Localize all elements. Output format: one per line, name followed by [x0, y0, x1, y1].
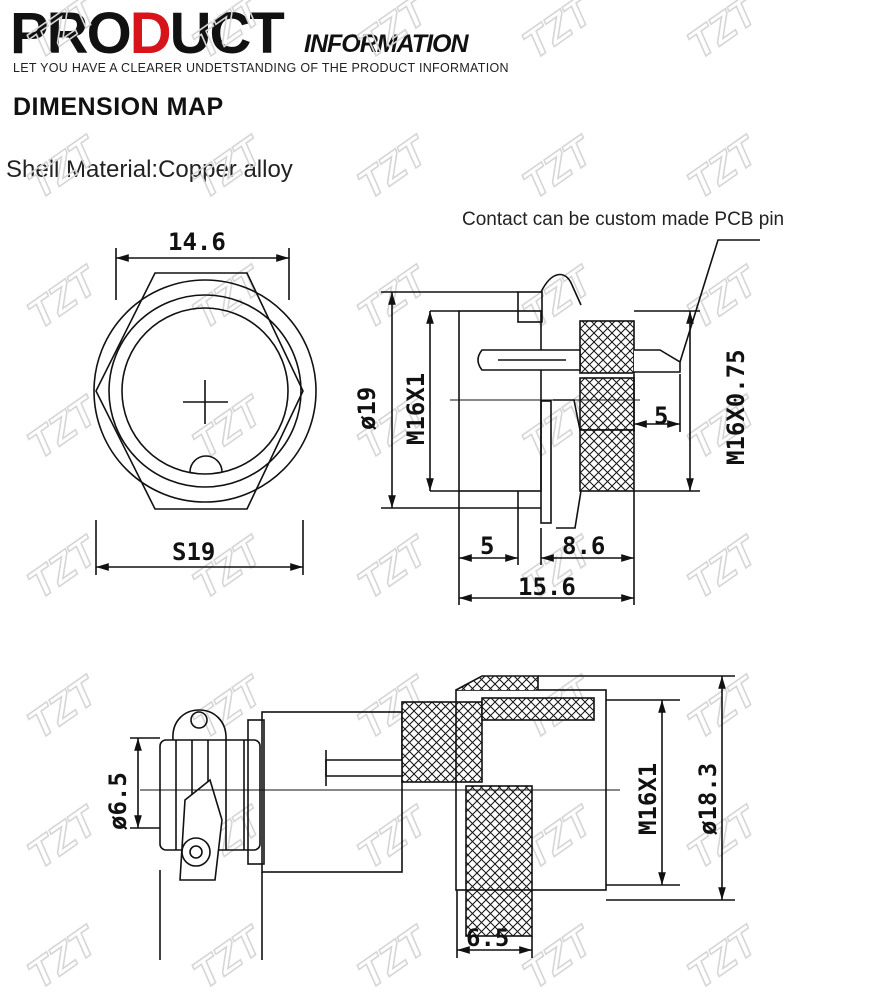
- dim-thread-right: M16X0.75: [722, 349, 750, 465]
- watermark-text: TZT: [185, 127, 273, 207]
- clamp-ear-top: [172, 709, 227, 741]
- insulator-top: [579, 320, 635, 374]
- outer-ring: [93, 279, 317, 503]
- plug-view: [130, 675, 735, 960]
- dim-plug-knurl: 6.5: [466, 924, 509, 952]
- watermark-text: TZT: [20, 667, 108, 747]
- side-view: [381, 239, 760, 605]
- watermark-text: TZT: [20, 257, 108, 337]
- pcb-pin-tip: [634, 349, 681, 373]
- hex-nut-outline: [95, 272, 304, 510]
- dim-plug-thread: M16X1: [634, 763, 662, 835]
- watermark-layer: TZT TZT TZT TZT TZT TZT TZT TZT TZT TZT TZT TZT TZT T…: [19, 0, 769, 998]
- plug-pin: [325, 759, 403, 777]
- watermark-text: TZT: [185, 667, 273, 747]
- watermark-text: TZT: [680, 917, 768, 997]
- title-suffix: INFORMATION: [304, 30, 469, 58]
- watermark-text: TZT: [350, 257, 438, 337]
- watermark-text: TZT: [680, 127, 768, 207]
- watermark-text: TZT: [20, 127, 108, 207]
- dim-diameter-19: ø19: [353, 387, 381, 430]
- section-title: DIMENSION MAP: [13, 93, 224, 121]
- dim-total: 15.6: [518, 573, 576, 601]
- dim-front-width: 14.6: [168, 228, 226, 256]
- watermark-text: TZT: [350, 127, 438, 207]
- product-title: PRODUCT: [10, 1, 285, 66]
- watermark-text: TZT: [680, 527, 768, 607]
- front-view: [93, 248, 317, 575]
- watermark-text: TZT: [350, 797, 438, 877]
- watermark-text: TZT: [20, 797, 108, 877]
- watermark-text: TZT: [350, 0, 438, 67]
- watermark-text: TZT: [20, 917, 108, 997]
- watermark-text: TZT: [350, 917, 438, 997]
- inner-ring: [108, 294, 302, 488]
- dim-plug-outer: ø18.3: [694, 763, 722, 835]
- watermark-text: TZT: [185, 917, 273, 997]
- dim-seg-a: 5: [480, 532, 494, 560]
- socket-body: [458, 310, 542, 492]
- watermark-text: TZT: [185, 0, 273, 67]
- face-circle: [121, 307, 289, 475]
- dim-pin-length: 5: [654, 402, 668, 430]
- title-part-2-red: D: [129, 1, 172, 66]
- dim-thread-left: M16X1: [402, 373, 430, 445]
- dim-hex-size: S19: [172, 538, 215, 566]
- title-part-3: UCT: [169, 1, 285, 66]
- watermark-text: TZT: [680, 0, 768, 67]
- plug-body: [261, 711, 403, 873]
- shell-material-label: Shell Material:Copper alloy: [6, 156, 293, 183]
- dim-seg-b: 8.6: [562, 532, 605, 560]
- contact-callout: Contact can be custom made PCB pin: [462, 209, 785, 230]
- watermark-text: TZT: [515, 127, 603, 207]
- watermark-text: TZT: [20, 527, 108, 607]
- insulator-bottom: [579, 377, 635, 431]
- dim-plug-diameter: ø6.5: [104, 772, 132, 830]
- watermark-text: TZT: [185, 387, 273, 467]
- key-notch: [189, 455, 223, 473]
- watermark-text: TZT: [680, 667, 768, 747]
- plug-insert-hatch: [401, 701, 483, 783]
- watermark-text: TZT: [20, 0, 108, 67]
- watermark-text: TZT: [680, 257, 768, 337]
- title-part-1: PRO: [10, 1, 132, 66]
- watermark-text: TZT: [350, 527, 438, 607]
- watermark-text: TZT: [515, 0, 603, 67]
- plug-knurl-hatch: [465, 785, 533, 937]
- tagline: LET YOU HAVE A CLEARER UNDETSTANDING OF …: [13, 61, 509, 75]
